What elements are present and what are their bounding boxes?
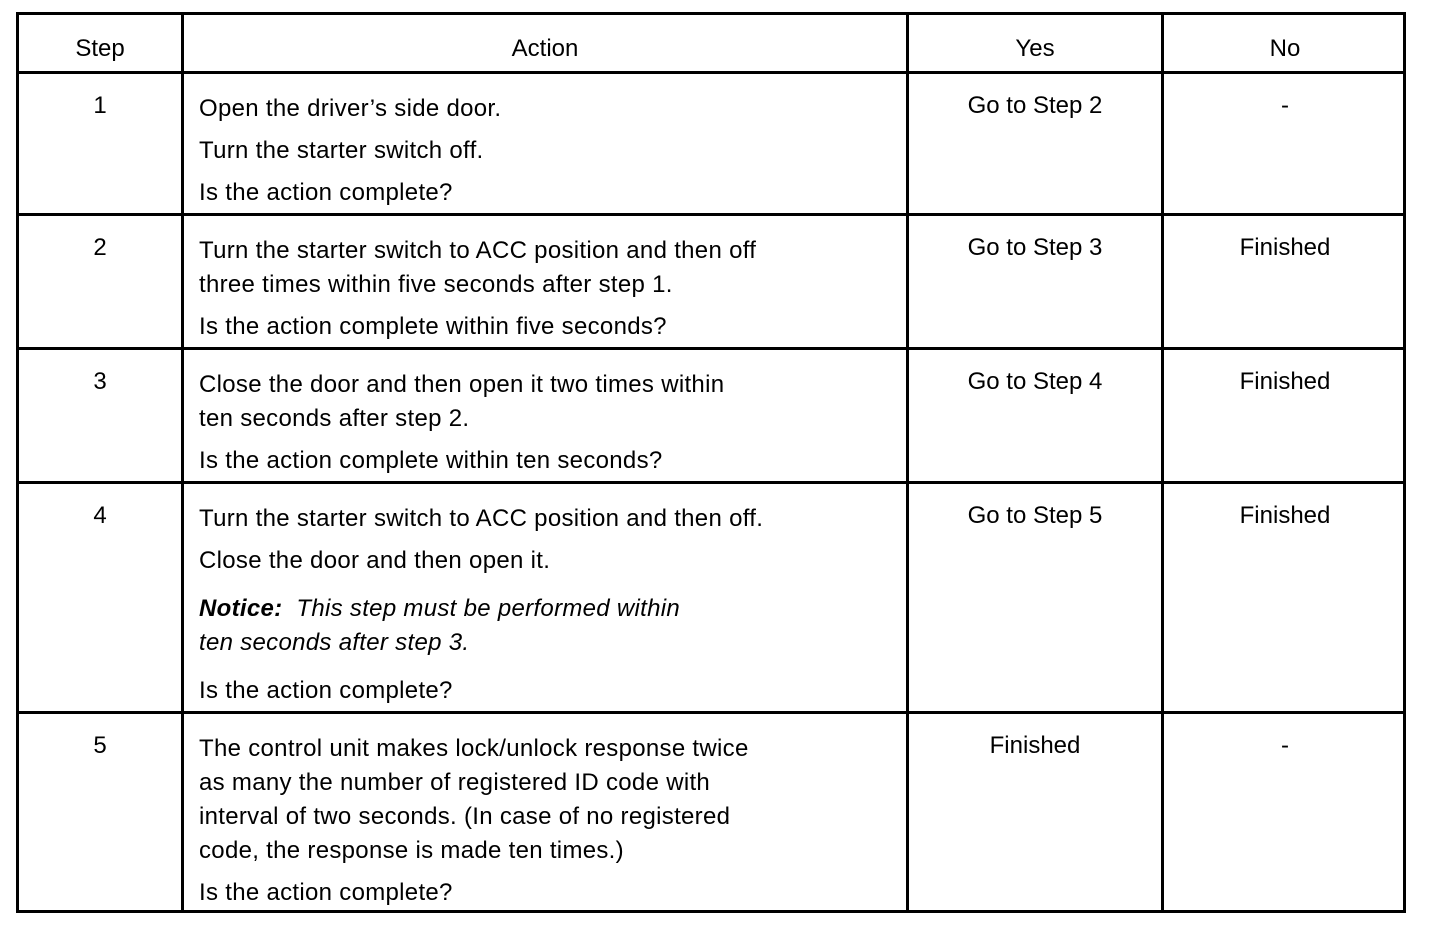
- action-line: Close the door and then open it two time…: [199, 371, 725, 398]
- action-cell: Close the door and then open it two time…: [184, 350, 909, 481]
- yes-result: Go to Step 5: [909, 484, 1164, 711]
- step-number: 1: [19, 74, 184, 213]
- action-line: as many the number of registered ID code…: [199, 769, 711, 796]
- step-number: 2: [19, 216, 184, 347]
- action-line: Is the action complete?: [199, 677, 453, 704]
- no-result: Finished: [1239, 502, 1331, 529]
- step-number: 4: [19, 484, 184, 711]
- no-result: -: [1281, 92, 1289, 119]
- action-line: Is the action complete?: [199, 179, 453, 206]
- action-cell: The control unit makes lock/unlock respo…: [184, 714, 909, 910]
- yes-result: Go to Step 3: [909, 216, 1164, 347]
- table-row: 3 Close the door and then open it two ti…: [19, 350, 1403, 484]
- action-line: code, the response is made ten times.): [199, 837, 624, 864]
- action-line: Open the driver’s side door.: [199, 95, 502, 122]
- action-line: interval of two seconds. (In case of no …: [199, 803, 731, 830]
- action-line: ten seconds after step 2.: [199, 405, 470, 432]
- table-row: 2 Turn the starter switch to ACC positio…: [19, 216, 1403, 350]
- action-line: Turn the starter switch off.: [199, 137, 484, 164]
- no-result: Finished: [1239, 368, 1331, 395]
- action-cell: Turn the starter switch to ACC position …: [184, 484, 909, 711]
- action-line: Is the action complete?: [199, 879, 453, 906]
- yes-result: Go to Step 2: [909, 74, 1164, 213]
- yes-result: Finished: [909, 714, 1164, 910]
- action-cell: Open the driver’s side door. Turn the st…: [184, 74, 909, 213]
- table-row: 5 The control unit makes lock/unlock res…: [19, 714, 1403, 910]
- action-line: three times within five seconds after st…: [199, 271, 673, 298]
- action-line: Close the door and then open it.: [199, 547, 551, 574]
- table-row: 4 Turn the starter switch to ACC positio…: [19, 484, 1403, 714]
- no-result: -: [1281, 732, 1289, 759]
- header-action: Action: [184, 15, 909, 71]
- yes-result: Go to Step 4: [909, 350, 1164, 481]
- action-line: Is the action complete within five secon…: [199, 313, 667, 340]
- procedure-table: Step Action Yes No 1 Open the driver’s s…: [16, 12, 1406, 913]
- header-no: No: [1269, 35, 1301, 62]
- action-cell: Turn the starter switch to ACC position …: [184, 216, 909, 347]
- notice-text: ten seconds after step 3.: [199, 629, 470, 656]
- notice-block: Notice: This step must be performed with…: [199, 592, 906, 626]
- notice-text: This step must be performed within: [296, 595, 681, 622]
- notice-label: Notice:: [199, 595, 283, 622]
- action-line: Turn the starter switch to ACC position …: [199, 505, 764, 532]
- header-step: Step: [19, 15, 184, 71]
- action-line: Is the action complete within ten second…: [199, 447, 663, 474]
- step-number: 3: [19, 350, 184, 481]
- table-row: 1 Open the driver’s side door. Turn the …: [19, 74, 1403, 216]
- header-yes: Yes: [909, 15, 1164, 71]
- step-number: 5: [19, 714, 184, 910]
- action-line: Turn the starter switch to ACC position …: [199, 237, 757, 264]
- table-header-row: Step Action Yes No: [19, 15, 1403, 74]
- action-line: The control unit makes lock/unlock respo…: [199, 735, 749, 762]
- no-result: Finished: [1239, 234, 1331, 261]
